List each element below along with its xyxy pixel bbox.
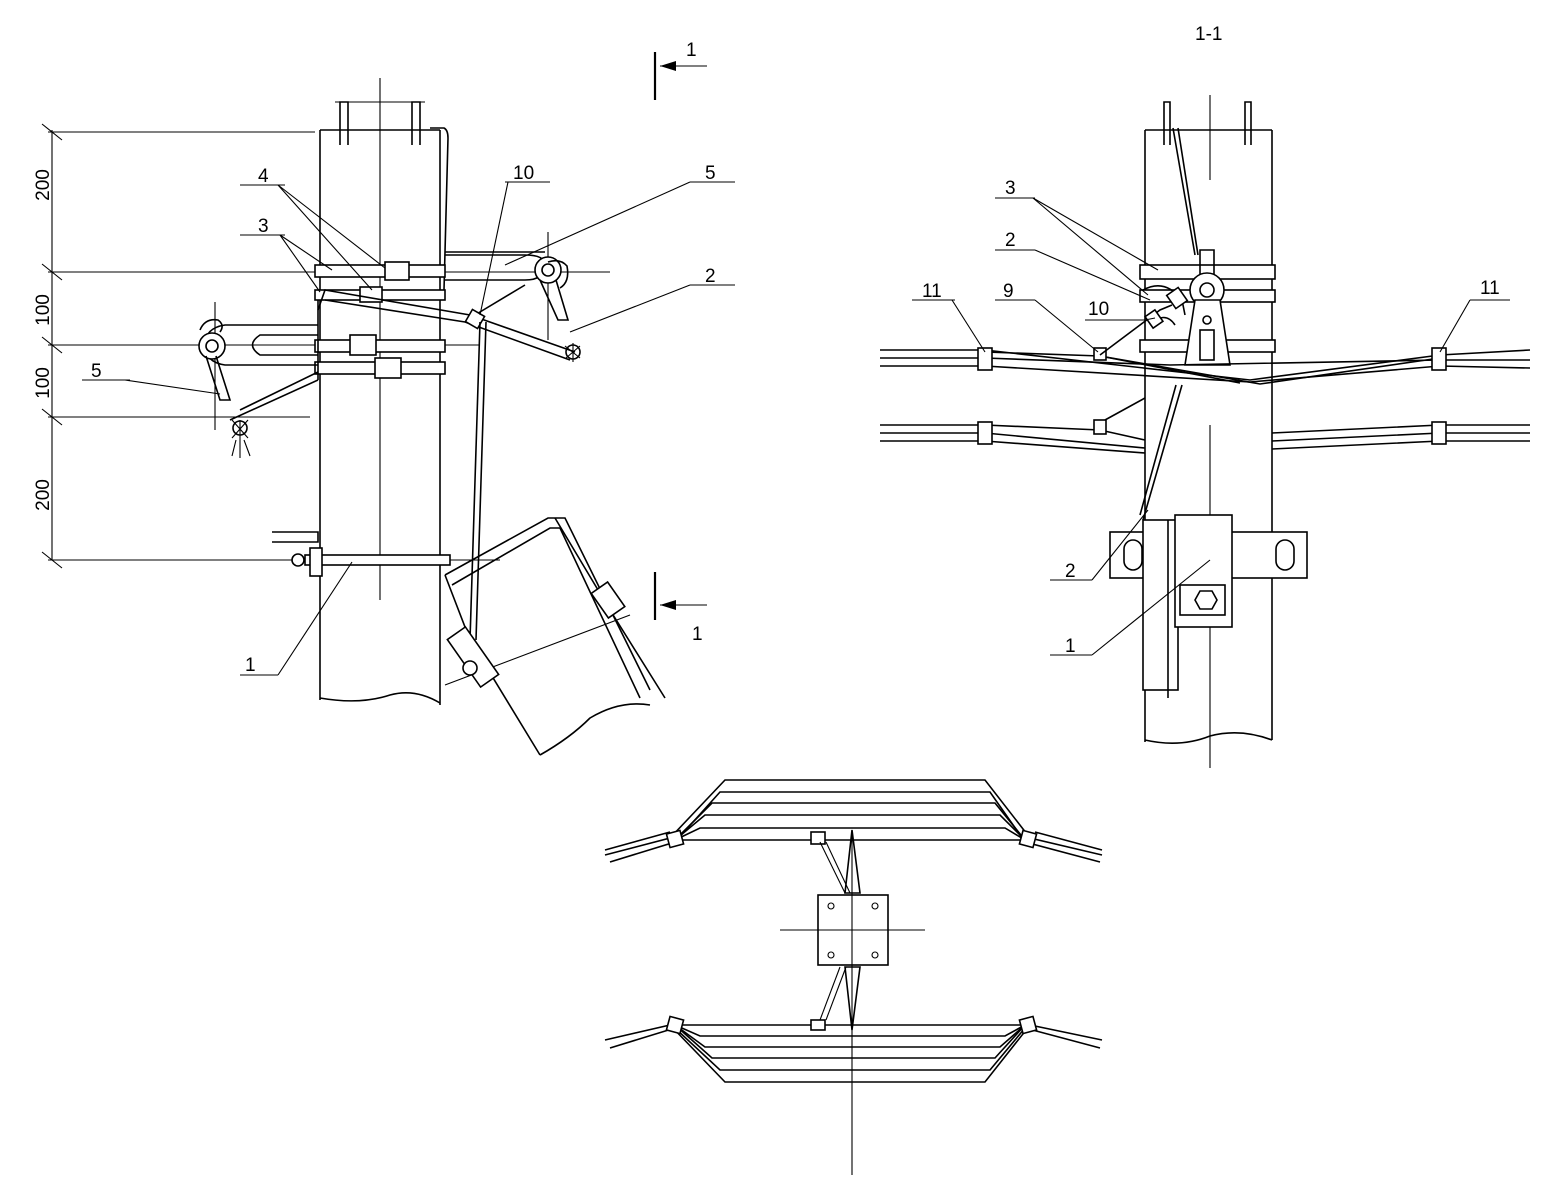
right-label-2-bottom: 2 xyxy=(1065,561,1076,582)
right-label-2-top: 2 xyxy=(1005,230,1016,251)
left-label-4: 4 xyxy=(258,166,269,187)
right-label-3: 3 xyxy=(1005,178,1016,199)
right-leaders xyxy=(912,197,1510,656)
dimension-200-bottom: 200 xyxy=(33,479,54,511)
right-label-11-left: 11 xyxy=(922,281,942,302)
left-label-5-top: 5 xyxy=(705,163,716,184)
section-marker-top-label: 1 xyxy=(686,40,697,61)
right-bracket xyxy=(445,232,581,362)
cable-bundles-right xyxy=(880,284,1531,521)
section-marker-top: 1 xyxy=(653,40,707,100)
right-label-1: 1 xyxy=(1065,636,1076,657)
left-label-5-left: 5 xyxy=(91,361,102,382)
pole-front xyxy=(319,78,449,705)
left-wires xyxy=(317,284,576,641)
left-label-1: 1 xyxy=(245,655,256,676)
left-labels: 4 3 10 5 2 5 1 xyxy=(91,163,716,676)
dimension-200-top: 200 xyxy=(33,169,54,201)
left-leaders xyxy=(82,181,735,676)
right-label-11-right: 11 xyxy=(1480,278,1500,299)
lower-bracket-side xyxy=(1109,514,1308,698)
plan-view xyxy=(604,779,1103,1175)
right-label-10: 10 xyxy=(1088,299,1109,320)
dimension-100-lower: 100 xyxy=(33,367,54,399)
pole-bands xyxy=(272,261,451,577)
left-view: 200 100 100 200 1 1 xyxy=(33,40,735,756)
left-label-3: 3 xyxy=(258,216,269,237)
pole-side-bands xyxy=(1139,249,1276,366)
left-label-10: 10 xyxy=(513,163,534,184)
section-marker-bottom: 1 xyxy=(653,572,707,645)
dimension-chain: 200 100 100 200 xyxy=(33,123,610,569)
left-label-2: 2 xyxy=(705,266,716,287)
left-bracket xyxy=(198,302,319,458)
section-marker-bottom-label: 1 xyxy=(692,624,703,645)
right-labels: 3 2 11 9 10 11 2 1 xyxy=(922,178,1500,657)
tilted-box xyxy=(444,517,666,756)
section-title: 1-1 xyxy=(1195,24,1222,45)
dimension-100-upper: 100 xyxy=(33,294,54,326)
right-label-9: 9 xyxy=(1003,281,1014,302)
right-view: 1-1 xyxy=(880,24,1531,768)
